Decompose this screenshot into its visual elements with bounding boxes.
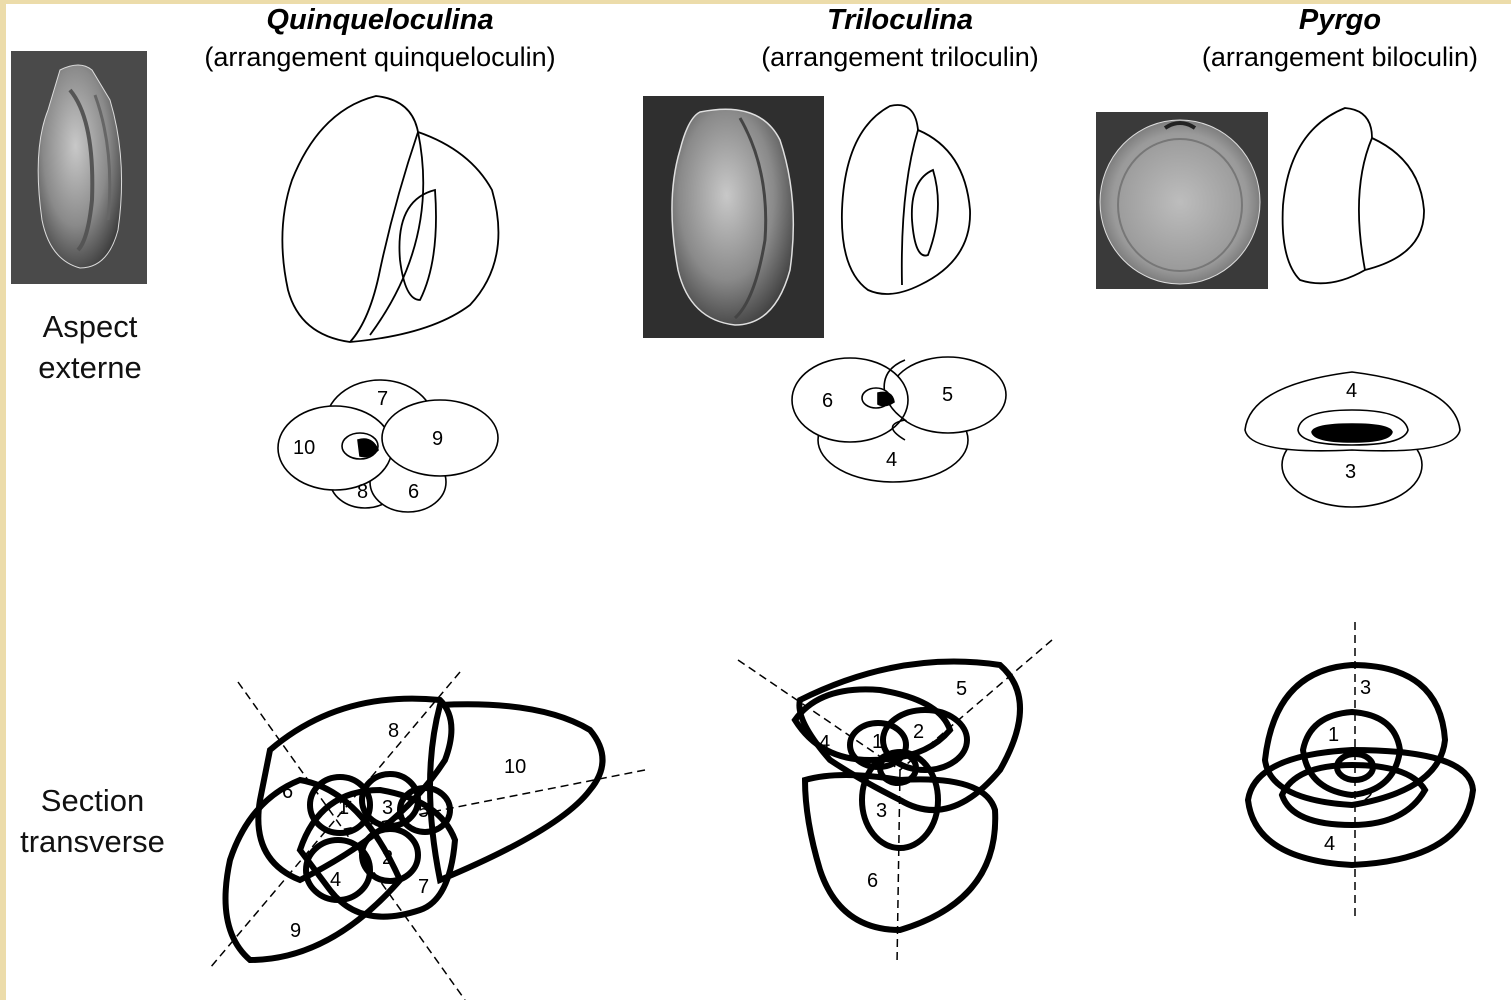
chamber-label: 3 <box>1360 677 1371 699</box>
chamber-label: 2 <box>1362 786 1373 808</box>
chamber-label: 5 <box>942 384 953 406</box>
section-quinqueloculina <box>226 699 603 960</box>
chamber-label: 7 <box>418 876 429 898</box>
chamber-label: 1 <box>338 797 349 819</box>
chamber-label: 4 <box>819 732 830 754</box>
chamber-label: 6 <box>867 870 878 892</box>
sem-photo-triloculina <box>643 96 824 338</box>
section-triloculina <box>795 662 1020 930</box>
chamber-label: 10 <box>293 437 315 459</box>
chamber-label: 2 <box>913 721 924 743</box>
chamber-label: 3 <box>382 797 393 819</box>
external-drawing-triloculina <box>842 105 970 294</box>
external-drawing-pyrgo <box>1283 108 1424 283</box>
chamber-label: 6 <box>282 781 293 803</box>
chamber-label: 4 <box>1324 833 1335 855</box>
chamber-label: 4 <box>886 449 897 471</box>
apertural-view-triloculina <box>792 357 1006 482</box>
chamber-label: 5 <box>956 678 967 700</box>
chamber-label: 3 <box>1345 461 1356 483</box>
external-drawing-quinqueloculina <box>282 96 498 342</box>
chamber-label: 8 <box>388 720 399 742</box>
chamber-label: 5 <box>418 800 429 822</box>
chamber-label: 4 <box>330 869 341 891</box>
chamber-label: 1 <box>1328 724 1339 746</box>
chamber-label: 10 <box>504 756 526 778</box>
chamber-label: 9 <box>290 920 301 942</box>
chamber-label: 8 <box>357 481 368 503</box>
chamber-label: 9 <box>432 428 443 450</box>
section-axes-triloculina <box>738 640 1052 965</box>
sem-photo-quinqueloculina <box>11 51 147 284</box>
chamber-label: 7 <box>377 388 388 410</box>
chamber-label: 6 <box>408 481 419 503</box>
chamber-label: 6 <box>822 390 833 412</box>
sem-photo-pyrgo <box>1096 112 1268 289</box>
chamber-label: 2 <box>382 847 393 869</box>
chamber-label: 4 <box>1346 380 1357 402</box>
chamber-label: 3 <box>876 800 887 822</box>
chamber-label: 1 <box>872 731 883 753</box>
